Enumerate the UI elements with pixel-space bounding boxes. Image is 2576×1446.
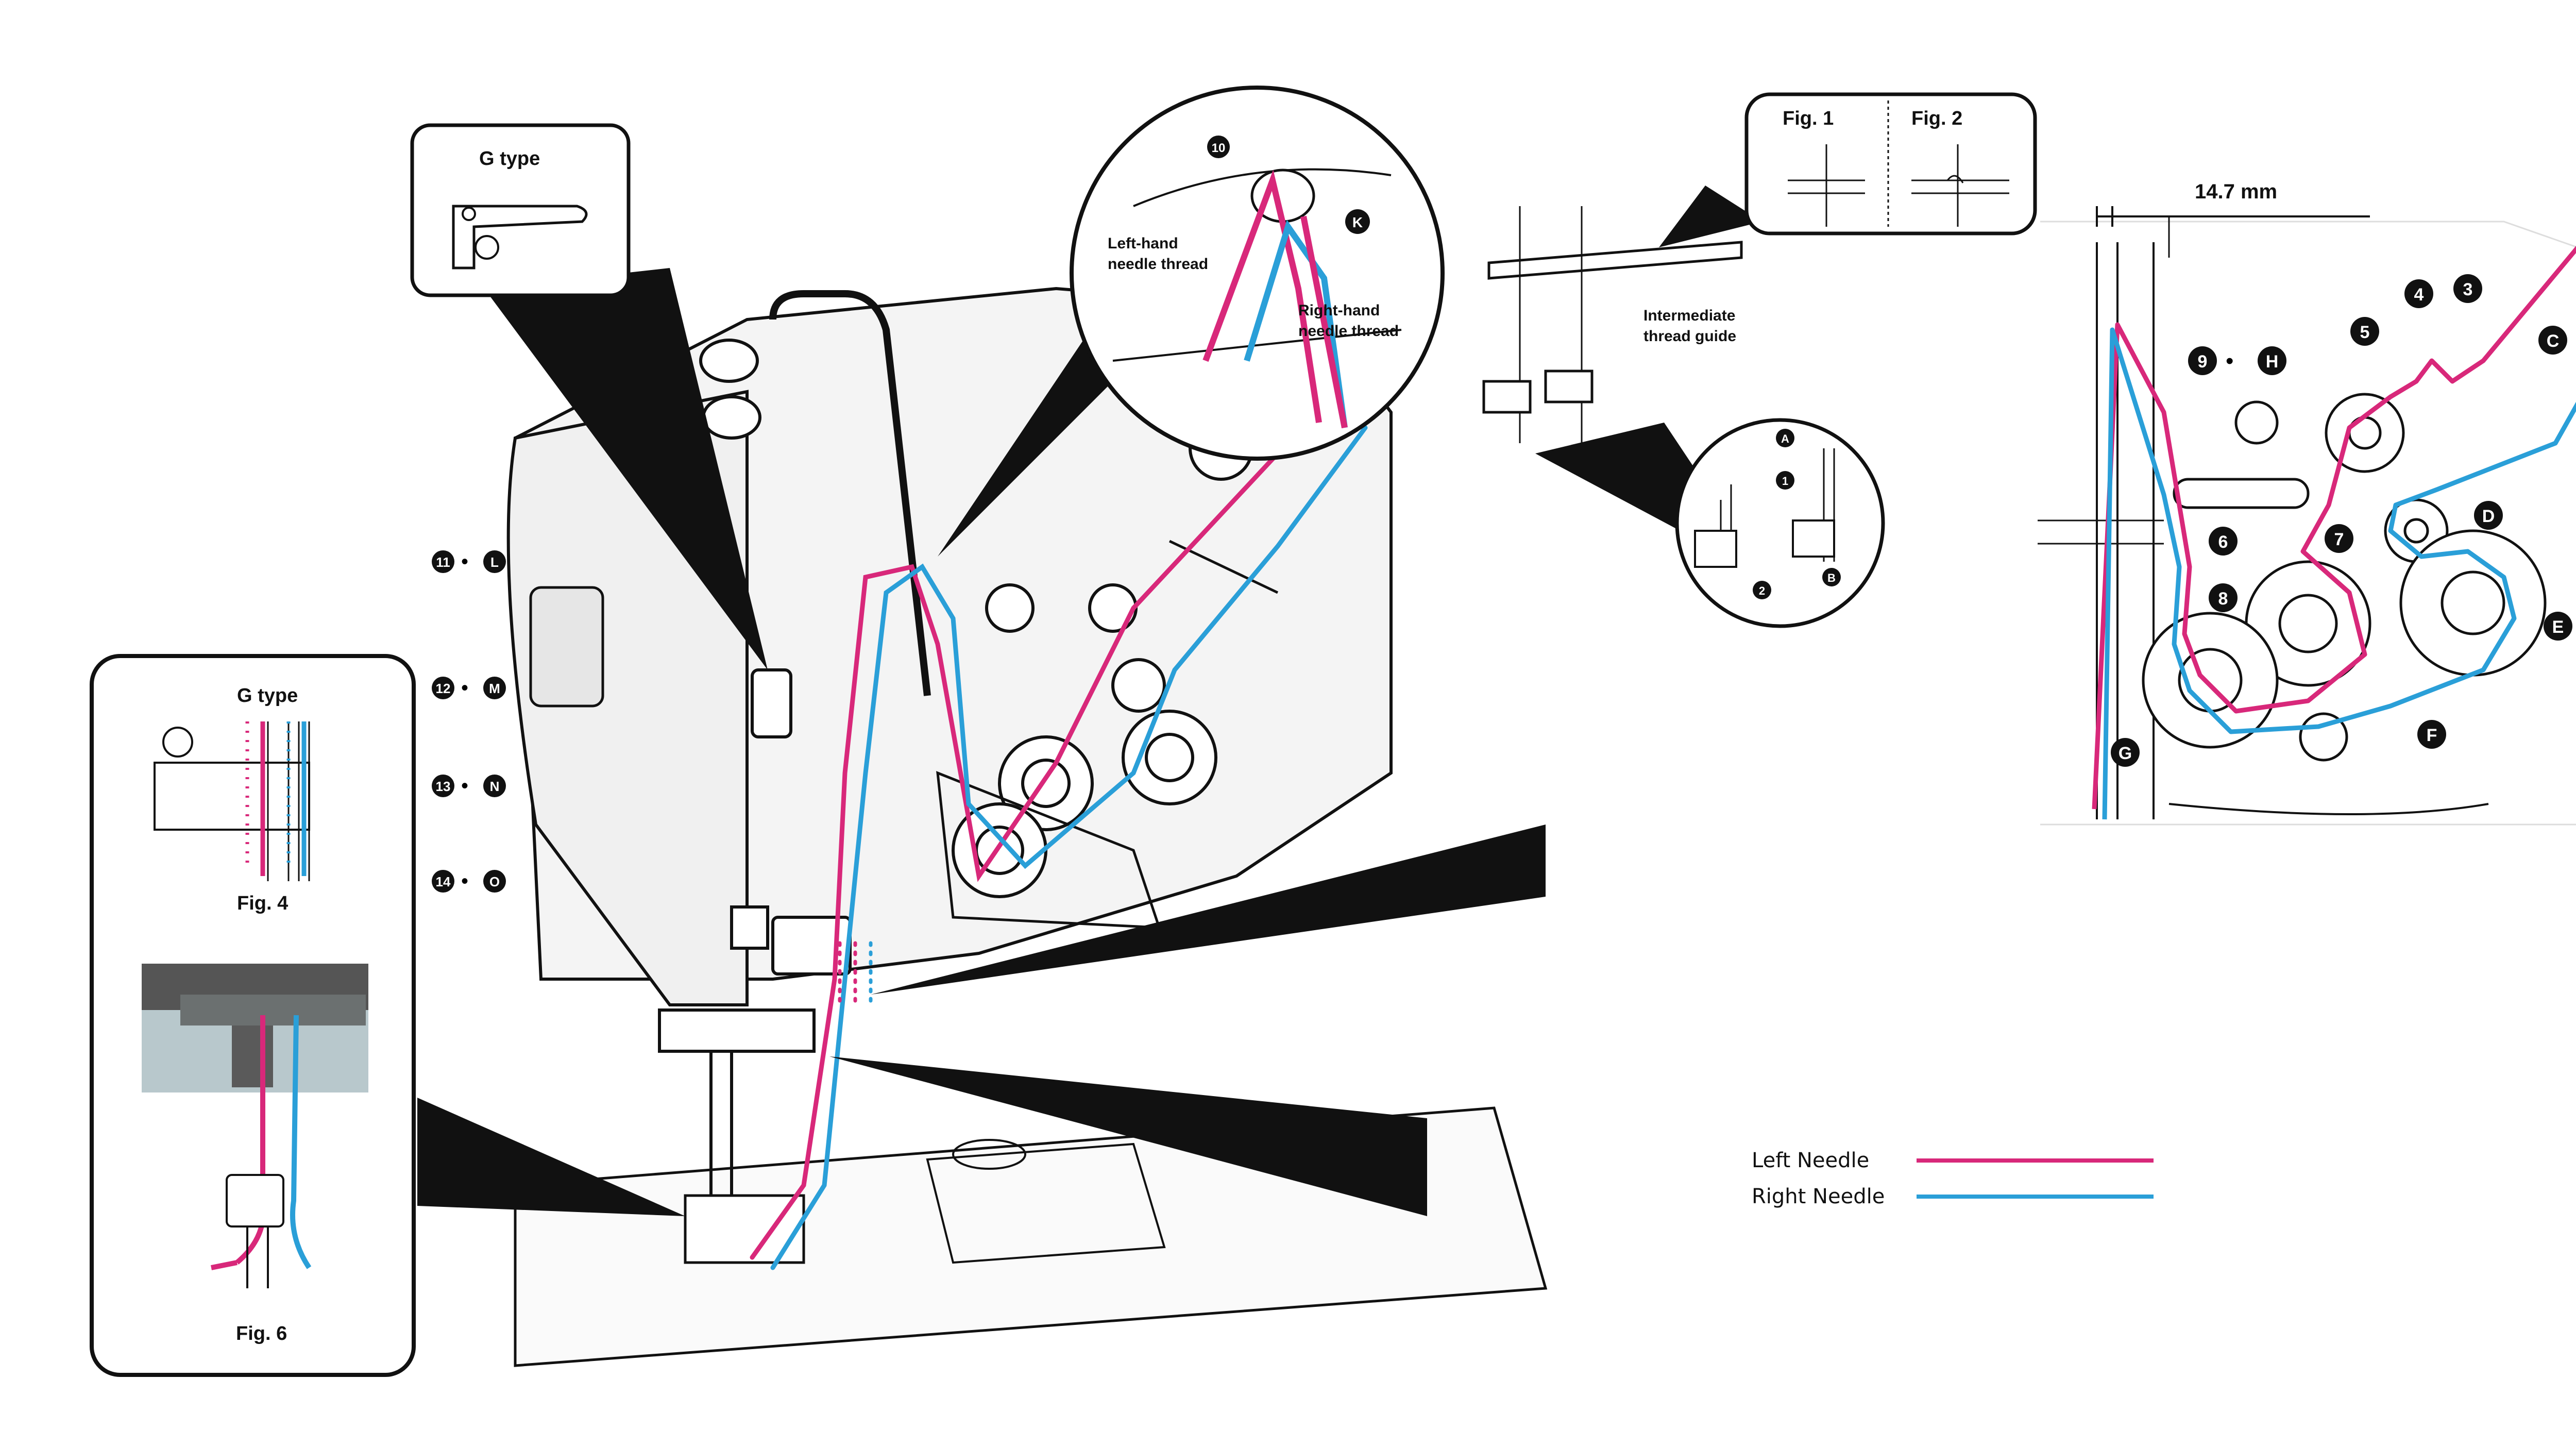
fig1-label: Fig. 1 (1783, 108, 1834, 129)
svg-text:12: 12 (436, 681, 451, 696)
marker-9: 9 (2188, 346, 2217, 375)
marker-11: 11 (432, 550, 454, 573)
svg-text:D: D (2482, 507, 2495, 526)
svg-text:10: 10 (1212, 141, 1226, 155)
svg-text:8: 8 (2218, 589, 2228, 609)
marker-1: 1 (1776, 471, 1794, 490)
marker-8: 8 (2209, 583, 2238, 612)
marker-6: 6 (2209, 527, 2238, 556)
inset-panel-g-type (90, 654, 416, 1377)
svg-text:11: 11 (436, 554, 450, 570)
fig4-label: Fig. 4 (237, 893, 288, 914)
svg-text:1: 1 (1782, 475, 1788, 487)
svg-text:O: O (489, 874, 500, 889)
marker-13: 13 (432, 775, 454, 797)
marker-F: F (2417, 720, 2446, 749)
marker-E: E (2544, 612, 2572, 641)
main-thread-paths (750, 425, 1368, 1270)
svg-text:G: G (2119, 744, 2132, 763)
svg-text:14: 14 (436, 874, 451, 889)
legend-right-needle-label: Right Needle (1752, 1185, 1885, 1208)
marker-10: 10 (1207, 136, 1230, 158)
svg-text:9: 9 (2198, 352, 2208, 372)
sep-9: • (2226, 348, 2233, 374)
fig1-fig2-box (1744, 92, 2037, 236)
intermediate-label-line1: Intermediate (1643, 307, 1735, 324)
intermediate-label-line2: thread guide (1643, 328, 1736, 345)
marker-12: 12 (432, 677, 454, 699)
svg-text:F: F (2427, 726, 2437, 745)
marker-2: 2 (1753, 581, 1771, 599)
marker-N: N (483, 775, 506, 797)
main-left-needle-thread (750, 451, 1280, 1260)
svg-text:H: H (2266, 352, 2279, 372)
svg-text:N: N (490, 779, 500, 794)
g-type-label-top: G type (479, 148, 540, 170)
marker-O: O (483, 870, 506, 893)
marker-B: B (1822, 568, 1841, 586)
marker-M: M (483, 677, 506, 699)
main-right-needle-thread (770, 425, 1368, 1270)
magnifier-top (1070, 86, 1445, 461)
sep-13: • (461, 775, 468, 797)
svg-text:6: 6 (2218, 532, 2228, 552)
legend-left-needle-label: Left Needle (1752, 1149, 1869, 1172)
legend: Left Needle Right Needle (1752, 1149, 2154, 1208)
marker-K: K (1345, 209, 1370, 234)
g-type-callout-top (410, 123, 631, 297)
svg-text:3: 3 (2463, 280, 2473, 299)
fig2-label: Fig. 2 (1911, 108, 1962, 129)
marker-14: 14 (432, 870, 454, 893)
marker-A: A (1776, 429, 1794, 447)
svg-text:A: A (1781, 432, 1789, 445)
detail-left-needle-thread (2092, 245, 2576, 810)
tension-detail-diagram (2038, 206, 2576, 826)
marker-D: D (2474, 501, 2503, 530)
marker-C: C (2538, 326, 2567, 355)
dimension-label: 14.7 mm (2195, 180, 2277, 203)
detail-right-needle-thread (2102, 327, 2576, 820)
svg-text:L: L (490, 554, 499, 570)
marker-7: 7 (2325, 524, 2353, 553)
svg-text:2: 2 (1759, 584, 1765, 597)
svg-text:13: 13 (436, 779, 451, 794)
svg-text:E: E (2552, 617, 2564, 637)
marker-3: 3 (2453, 274, 2482, 303)
marker-G: G (2111, 738, 2140, 767)
left-hand-label-line2: needle thread (1108, 256, 1208, 273)
intermediate-thread-guide (1482, 206, 1743, 443)
svg-text:M: M (489, 681, 500, 696)
svg-text:7: 7 (2334, 530, 2344, 549)
marker-H: H (2258, 346, 2286, 375)
right-hand-label-line2: needle thread (1298, 323, 1399, 340)
svg-text:B: B (1827, 571, 1836, 584)
marker-4: 4 (2404, 279, 2433, 308)
left-hand-label-line1: Left-hand (1108, 235, 1178, 252)
svg-text:K: K (1352, 214, 1363, 230)
sep-14: • (461, 870, 468, 893)
sep-12: • (461, 677, 468, 699)
marker-L: L (483, 550, 506, 573)
svg-text:5: 5 (2360, 323, 2370, 342)
fig6-label: Fig. 6 (236, 1323, 287, 1344)
magnifier-small (1675, 418, 1885, 628)
sep-11: • (461, 550, 468, 573)
svg-text:4: 4 (2414, 285, 2424, 305)
marker-5-top: 5 (2350, 317, 2379, 346)
svg-text:C: C (2547, 331, 2560, 351)
g-type-label-inset: G type (237, 685, 298, 707)
right-hand-label-line1: Right-hand (1298, 302, 1380, 319)
